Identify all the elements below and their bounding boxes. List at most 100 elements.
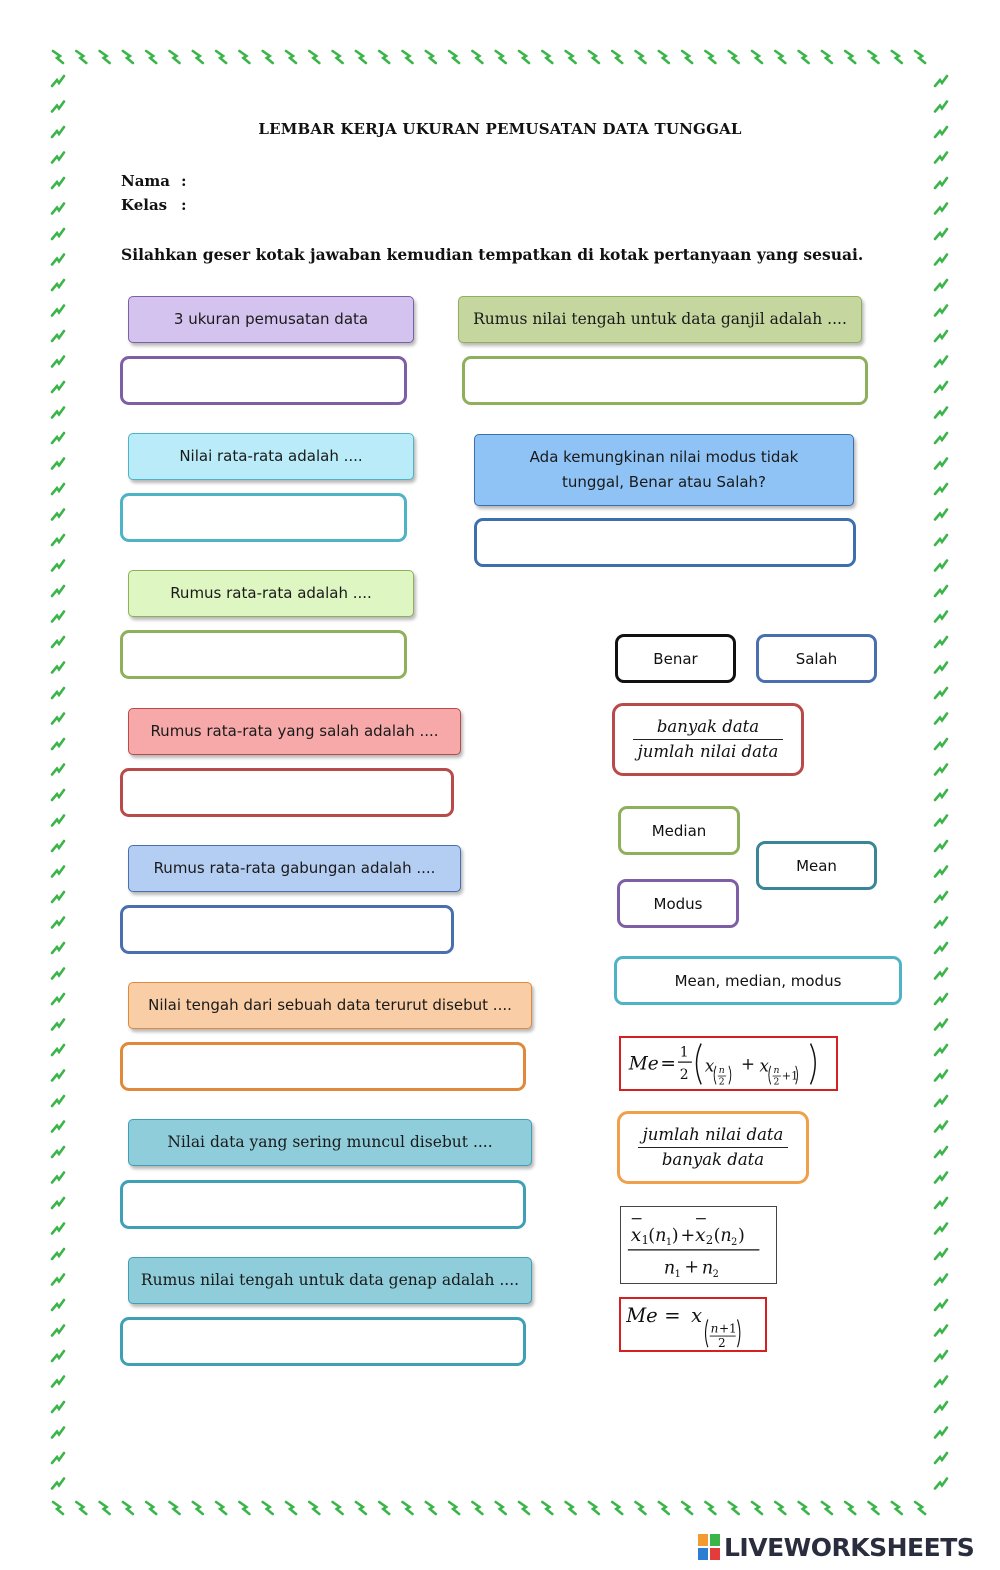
svg-text:=: =	[660, 1054, 676, 1075]
svg-text:n: n	[711, 1321, 719, 1335]
svg-text:2: 2	[719, 1076, 725, 1087]
svg-text:n: n	[720, 1226, 731, 1246]
border-mark	[214, 49, 228, 65]
worksheet-title: LEMBAR KERJA UKURAN PEMUSATAN DATA TUNGG…	[258, 120, 742, 138]
answer-slot-3[interactable]	[120, 493, 407, 542]
border-mark	[494, 1500, 508, 1516]
border-mark	[704, 1500, 717, 1516]
border-mark	[933, 763, 949, 776]
border-mark	[657, 1500, 671, 1516]
name-field: Nama :	[121, 172, 187, 190]
border-mark	[50, 1145, 66, 1159]
answer-mean-median-modus[interactable]: Mean, median, modus	[614, 956, 902, 1005]
answer-slot-5[interactable]	[120, 630, 407, 679]
border-mark	[773, 1500, 787, 1516]
border-mark	[354, 49, 368, 65]
border-mark	[933, 227, 949, 241]
answer-slot-2[interactable]	[462, 356, 868, 405]
border-mark	[820, 49, 834, 65]
svg-text:2: 2	[713, 1269, 719, 1280]
border-mark	[50, 1120, 66, 1133]
border-mark	[933, 941, 949, 955]
svg-text:1: 1	[666, 1237, 672, 1248]
class-colon: :	[181, 196, 187, 214]
answer-slot-1[interactable]	[120, 356, 407, 405]
svg-text:+1: +1	[782, 1070, 798, 1083]
border-mark	[933, 1145, 949, 1159]
border-mark	[933, 814, 949, 827]
svg-text:2: 2	[706, 1233, 713, 1247]
svg-text:Me: Me	[625, 1304, 657, 1327]
border-mark	[933, 355, 949, 368]
border-mark	[50, 788, 66, 802]
border-mark	[933, 890, 949, 904]
border-mark	[933, 1400, 949, 1414]
border-mark	[50, 1069, 66, 1082]
question-4: Ada kemungkinan nilai modus tidak tungga…	[474, 434, 854, 506]
svg-text:x: x	[760, 1056, 770, 1075]
answer-slot-8[interactable]	[120, 1042, 526, 1091]
border-mark	[634, 49, 647, 65]
border-mark	[50, 1273, 66, 1286]
answer-mean[interactable]: Mean	[756, 841, 877, 890]
border-mark	[50, 482, 66, 496]
border-mark	[191, 1500, 205, 1516]
answer-modus[interactable]: Modus	[617, 879, 739, 928]
svg-text:1: 1	[675, 1269, 681, 1280]
border-mark	[50, 584, 66, 598]
border-mark	[680, 1500, 694, 1516]
border-mark	[191, 49, 205, 65]
median-even-formula-graphic: Me = 1 2 x n 2 + x n 2 +1	[628, 1043, 816, 1087]
border-mark	[727, 49, 741, 65]
border-mark	[50, 992, 66, 1006]
border-mark	[50, 814, 66, 827]
question-1-label: 3 ukuran pemusatan data	[173, 309, 369, 328]
border-mark	[933, 1426, 949, 1439]
answer-mean-formula[interactable]: jumlah nilai data banyak data	[617, 1111, 809, 1184]
border-mark	[933, 916, 949, 929]
border-mark	[50, 610, 66, 623]
border-mark	[50, 839, 66, 853]
border-mark	[238, 49, 251, 65]
answer-slot-4[interactable]	[474, 518, 856, 567]
border-mark	[540, 1500, 554, 1516]
answer-slot-7[interactable]	[120, 905, 454, 954]
name-label: Nama	[121, 172, 171, 190]
logo-text: LIVEWORKSHEETS	[724, 1532, 975, 1562]
border-mark	[51, 49, 65, 65]
border-mark	[377, 1500, 391, 1516]
question-7-label: Rumus rata-rata gabungan adalah ....	[153, 858, 436, 877]
answer-benar[interactable]: Benar	[615, 634, 736, 683]
question-10-label: Rumus nilai tengah untuk data genap adal…	[140, 1271, 520, 1290]
border-mark	[471, 49, 484, 65]
svg-text:1: 1	[642, 1233, 649, 1247]
border-mark	[50, 1477, 66, 1490]
answer-slot-9[interactable]	[120, 1180, 526, 1229]
answer-median[interactable]: Median	[618, 806, 740, 855]
question-10: Rumus nilai tengah untuk data genap adal…	[128, 1257, 532, 1304]
border-mark	[933, 1094, 949, 1108]
answer-median-even-formula[interactable]: Me = 1 2 x n 2 + x n 2 +1	[619, 1036, 838, 1091]
svg-text:): )	[672, 1226, 679, 1246]
question-6: Rumus rata-rata yang salah adalah ....	[128, 708, 461, 755]
question-5: Rumus rata-rata adalah ....	[128, 570, 414, 617]
border-mark	[843, 49, 857, 65]
answer-combined-mean-formula[interactable]: x 1 ( n 1 ) + x 2 ( n 2 ) n 1 + n 2	[620, 1206, 777, 1284]
border-mark	[933, 176, 949, 190]
answer-slot-10[interactable]	[120, 1317, 526, 1366]
border-mark	[144, 1500, 158, 1516]
border-mark	[401, 1500, 414, 1516]
border-mark	[307, 49, 321, 65]
border-mark	[50, 1400, 66, 1414]
border-mark	[933, 686, 949, 700]
answer-slot-6[interactable]	[120, 768, 454, 817]
border-mark	[50, 457, 66, 470]
border-mark	[50, 176, 66, 190]
answer-median-odd-formula[interactable]: Me = x n +1 2	[619, 1297, 767, 1352]
border-mark	[933, 610, 949, 623]
answer-wrong-mean-formula[interactable]: banyak data jumlah nilai data	[612, 703, 804, 776]
question-1: 3 ukuran pemusatan data	[128, 296, 414, 343]
wrong-formula-numerator: banyak data	[656, 717, 760, 737]
border-mark	[471, 1500, 484, 1516]
answer-salah[interactable]: Salah	[756, 634, 877, 683]
